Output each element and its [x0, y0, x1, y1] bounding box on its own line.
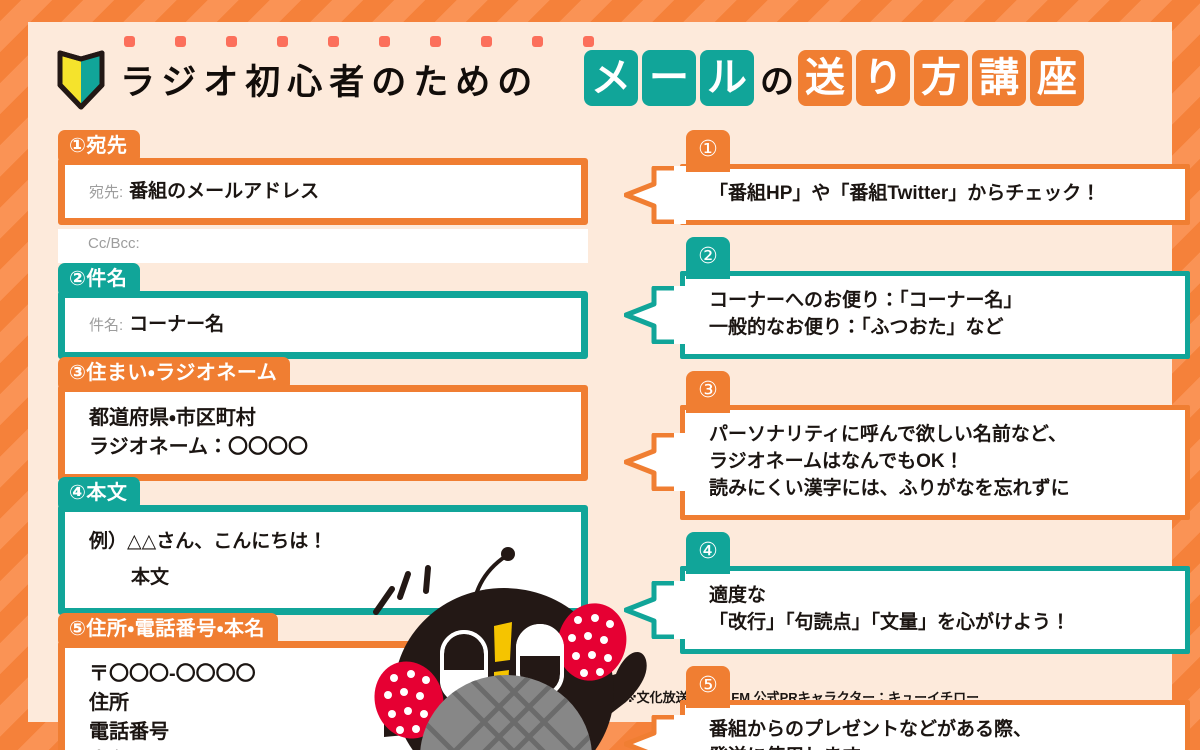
- cc-bcc-row: Cc/Bcc:: [58, 229, 588, 264]
- field-row: 宛先: 番組のメールアドレス: [89, 177, 565, 206]
- wakaba-beginner-mark-icon: [57, 50, 105, 110]
- form-section: Cc/Bcc: ②件名件名: コーナー名: [58, 229, 588, 359]
- section-tab-label[interactable]: ⑤住所・電話番号・本名: [58, 613, 279, 648]
- callout-text: 番組からのプレゼントなどがある際、 発送に使用します: [709, 718, 1033, 750]
- callout-5: ⑤ 番組からのプレゼントなどがある際、 発送に使用します: [624, 665, 1190, 750]
- title-tile-teal: ー: [642, 50, 696, 106]
- dot: [379, 36, 390, 47]
- content-card: ラジオ初心者のための メールの送り方講座 ①宛先宛先: 番組のメールアドレス Cc/…: [28, 22, 1190, 750]
- section-tab-label[interactable]: ④本文: [58, 476, 141, 511]
- callout-pointer-icon: [624, 433, 686, 492]
- cc-bcc-placeholder: Cc/Bcc:: [88, 235, 140, 253]
- callout-3: ③ パーソナリティに呼んで欲しい名前など、 ラジオネームはなんでもOK！ 読みにく…: [624, 370, 1190, 520]
- callout-list: ① 「番組HP」や「番組Twitter」からチェック！ ② コーナーへのお便り：「コー…: [624, 130, 1190, 750]
- field-value: コーナー名: [129, 314, 225, 336]
- field-value: 番組のメールアドレス: [129, 181, 320, 202]
- field-line: 例）△△さん、こんにちは！: [89, 530, 328, 552]
- dot: [583, 36, 594, 47]
- callout-number-badge: ①: [686, 130, 730, 172]
- field-row: 件名: コーナー名: [89, 310, 565, 339]
- form-section: ③住まい・ラジオネーム都道府県・市区町村ラジオネーム：〇〇〇〇: [58, 356, 588, 481]
- callout-bubble: 適度な 「改行」「句読点」「文量」を心がけよう！: [680, 565, 1190, 654]
- callout-pointer-icon: [624, 580, 686, 639]
- dot: [481, 36, 492, 47]
- section-tab-label[interactable]: ②件名: [58, 263, 141, 298]
- dot: [328, 36, 339, 47]
- field-line: 本文: [131, 566, 170, 588]
- title-tile-teal: ル: [700, 50, 754, 106]
- callout-pointer-icon: [624, 714, 686, 750]
- field-line: ラジオネーム：〇〇〇〇: [89, 435, 308, 458]
- page-title-prefix: ラジオ初心者のための: [120, 63, 540, 102]
- title-plain-char: の: [760, 62, 794, 101]
- title-tile-teal: メ: [584, 50, 638, 106]
- callout-bubble: 番組からのプレゼントなどがある際、 発送に使用します: [680, 699, 1190, 750]
- title-tile-orange: 講: [972, 50, 1026, 106]
- dot: [175, 36, 186, 47]
- callout-1: ① 「番組HP」や「番組Twitter」からチェック！: [624, 130, 1190, 225]
- dot: [277, 36, 288, 47]
- title-tile-orange: 方: [914, 50, 968, 106]
- kyu-ichiro-mascot-illustration: [373, 547, 647, 750]
- section-body-box[interactable]: 宛先: 番組のメールアドレス: [58, 158, 588, 226]
- callout-text: パーソナリティに呼んで欲しい名前など、 ラジオネームはなんでもOK！ 読みにくい…: [709, 423, 1070, 499]
- field-line: 〒〇〇〇-〇〇〇〇: [89, 663, 256, 686]
- callout-bubble: 「番組HP」や「番組Twitter」からチェック！: [680, 164, 1190, 225]
- field-key: 宛先:: [89, 184, 124, 201]
- form-section: ①宛先宛先: 番組のメールアドレス: [58, 130, 588, 226]
- dot: [124, 36, 135, 47]
- callout-number-badge: ②: [686, 236, 730, 279]
- page-title-highlight: メールの送り方講座: [584, 50, 1088, 106]
- title-tile-orange: り: [856, 50, 910, 106]
- field-key: 件名:: [89, 317, 124, 335]
- callout-bubble: パーソナリティに呼んで欲しい名前など、 ラジオネームはなんでもOK！ 読みにくい…: [680, 404, 1190, 520]
- title-tile-orange: 座: [1030, 50, 1084, 106]
- callout-pointer-icon: [624, 165, 686, 224]
- field-line: 都道府県・市区町村: [89, 406, 256, 429]
- callout-text: 適度な 「改行」「句読点」「文量」を心がけよう！: [709, 584, 1071, 633]
- dot: [532, 36, 543, 47]
- dot: [226, 36, 237, 47]
- mail-form-mockup: ①宛先宛先: 番組のメールアドレス Cc/Bcc: ②件名件名: コーナー名 ③住まい・ラ…: [58, 130, 588, 750]
- callout-4: ④ 適度な 「改行」「句読点」「文量」を心がけよう！: [624, 531, 1190, 654]
- callout-text: コーナーへのお便り：「コーナー名」 一般的なお便り：「ふつおた」など: [709, 289, 1023, 338]
- section-body-box[interactable]: 都道府県・市区町村ラジオネーム：〇〇〇〇: [58, 384, 588, 481]
- header: ラジオ初心者のための メールの送り方講座: [28, 22, 1172, 127]
- decorative-dot-row: [124, 36, 594, 47]
- field-line: 電話番号: [89, 721, 169, 744]
- callout-pointer-icon: [624, 285, 686, 344]
- section-body-box[interactable]: 件名: コーナー名: [58, 291, 588, 359]
- section-tab-label[interactable]: ③住まい・ラジオネーム: [58, 356, 291, 391]
- title-tile-orange: 送: [798, 50, 852, 106]
- callout-text: 「番組HP」や「番組Twitter」からチェック！: [709, 183, 1101, 204]
- callout-2: ② コーナーへのお便り：「コーナー名」 一般的なお便り：「ふつおた」など: [624, 236, 1190, 359]
- section-tab-label[interactable]: ①宛先: [58, 130, 141, 164]
- callout-number-badge: ③: [686, 370, 730, 413]
- field-line: 住所: [89, 692, 129, 715]
- callout-number-badge: ⑤: [686, 665, 730, 708]
- callout-number-badge: ④: [686, 531, 730, 574]
- dot: [430, 36, 441, 47]
- callout-bubble: コーナーへのお便り：「コーナー名」 一般的なお便り：「ふつおた」など: [680, 270, 1190, 359]
